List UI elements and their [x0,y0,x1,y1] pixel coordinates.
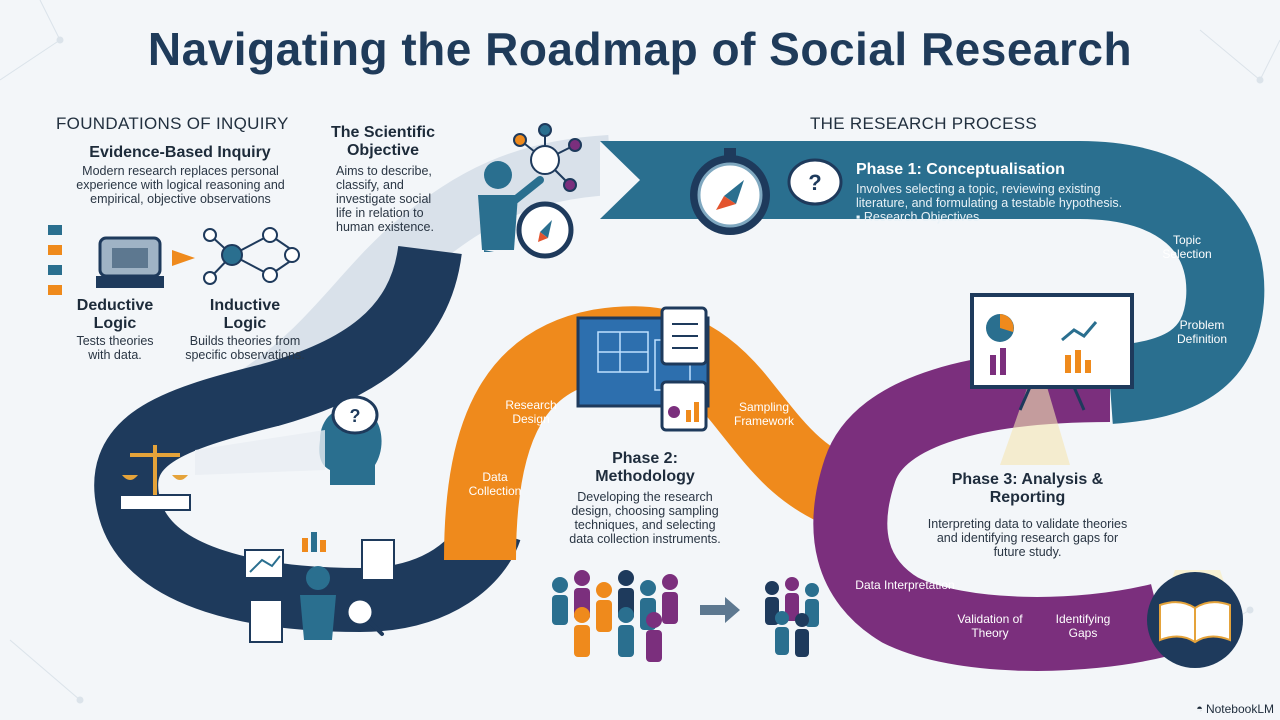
svg-text:?: ? [350,406,361,426]
magnifier-icon [345,597,384,636]
scales-icon [119,445,191,511]
band-sampling-framework: Sampling Framework [733,400,794,428]
phase3-card [905,465,1150,570]
compass-small-icon [516,201,574,259]
people-group-icon [552,570,678,662]
phase3-title: Phase 3: Analysis & Reporting [951,471,1104,506]
question-bubble-icon-left: ? [331,395,379,435]
foundations-heading: FOUNDATIONS OF INQUIRY [56,114,289,133]
inductive-title: Inductive Logic [209,297,281,332]
network-icon-objective [513,123,582,192]
band-validation-of-theory: Validation of Theory [957,612,1023,640]
evidence-text: Modern research replaces personal experi… [76,164,285,206]
notebooklm-logo-icon: ◓ [1196,703,1203,715]
svg-text:?: ? [808,170,821,195]
process-heading: THE RESEARCH PROCESS [810,114,1038,133]
people-arrow-icon [700,597,740,623]
deductive-title: Deductive Logic [76,297,154,332]
open-book-icon [1147,570,1243,668]
band-research-design: Research Design [505,398,557,426]
page-title: Navigating the Roadmap of Social Researc… [147,23,1133,75]
data-processor-icon [48,225,195,295]
inductive-text: Builds theories from specific observatio… [185,334,305,362]
notebooklm-badge: ◓ NotebookLM [1196,702,1274,716]
phase1-text: Involves selecting a topic, reviewing ex… [856,182,1123,210]
phase2-card [560,445,730,555]
phase2-title: Phase 2: Methodology [595,450,695,485]
band-topic-selection: Topic Selection [1162,233,1212,261]
phase1-bullet: ▪ Research Objectives [856,210,980,224]
objective-title: The Scientific Objective [330,124,436,159]
band-data-collection: Data Collection [468,470,522,498]
compass-icon [690,148,770,235]
person-pointing-icon [478,161,544,252]
objective-text: Aims to describe, classify, and investig… [336,164,434,234]
clipboard-icon [660,306,708,366]
deductive-text: Tests theories with data. [76,334,154,362]
road-segment-phase3 [813,348,1169,671]
brand-label: NotebookLM [1205,702,1274,716]
evidence-title: Evidence-Based Inquiry [89,144,271,161]
band-problem-definition: Problem Definition [1176,318,1228,346]
road-segment-foundations [94,244,521,633]
road-segment-phase1 [600,141,1265,424]
presentation-board-icon [970,293,1134,465]
phase1-title: Phase 1: Conceptualisation [856,161,1065,178]
phase1-arrow [600,141,640,219]
band-data-interpretation: Data Interpretation [855,578,955,592]
phase2-text: Developing the research design, choosing… [569,490,721,546]
band-identifying-gaps: Identifying Gaps [1055,612,1111,640]
network-icon-inductive [203,227,300,285]
people-sample-icon [765,577,819,657]
clipboard-chart-icon [660,380,708,432]
phase3-text: Interpreting data to validate theories a… [927,517,1128,559]
person-analyst-icon [244,532,395,643]
question-bubble-icon: ? [787,158,843,206]
